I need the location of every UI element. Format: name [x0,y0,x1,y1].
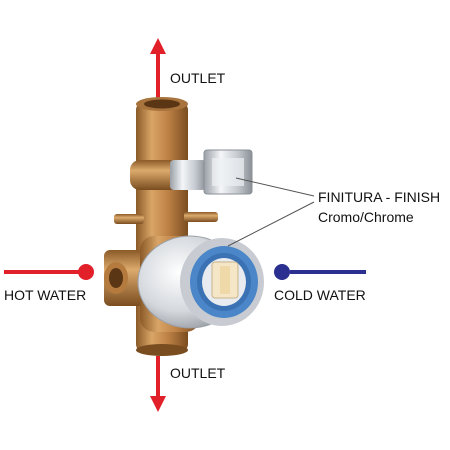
outlet-bottom-arrow [150,356,166,412]
arrow-up-icon [150,38,166,54]
stop-valve-cap [170,149,253,195]
hot-water-label: HOT WATER [4,287,87,303]
arrow-down-icon [150,396,166,412]
cold-water-line [274,264,366,280]
hot-water-dot-icon [78,264,94,280]
finish-callout-lines [227,177,315,247]
finish-value-label: Cromo/Chrome [318,209,414,225]
outlet-top-arrow [150,38,166,98]
hot-water-line [4,264,94,280]
mixer-cartridge [137,235,264,329]
outlet-bottom-label: OUTLET [170,365,226,381]
finish-title-label: FINITURA - FINISH [318,189,441,205]
cold-water-label: COLD WATER [274,287,366,303]
outlet-top-label: OUTLET [170,70,226,86]
cold-water-dot-icon [274,264,290,280]
